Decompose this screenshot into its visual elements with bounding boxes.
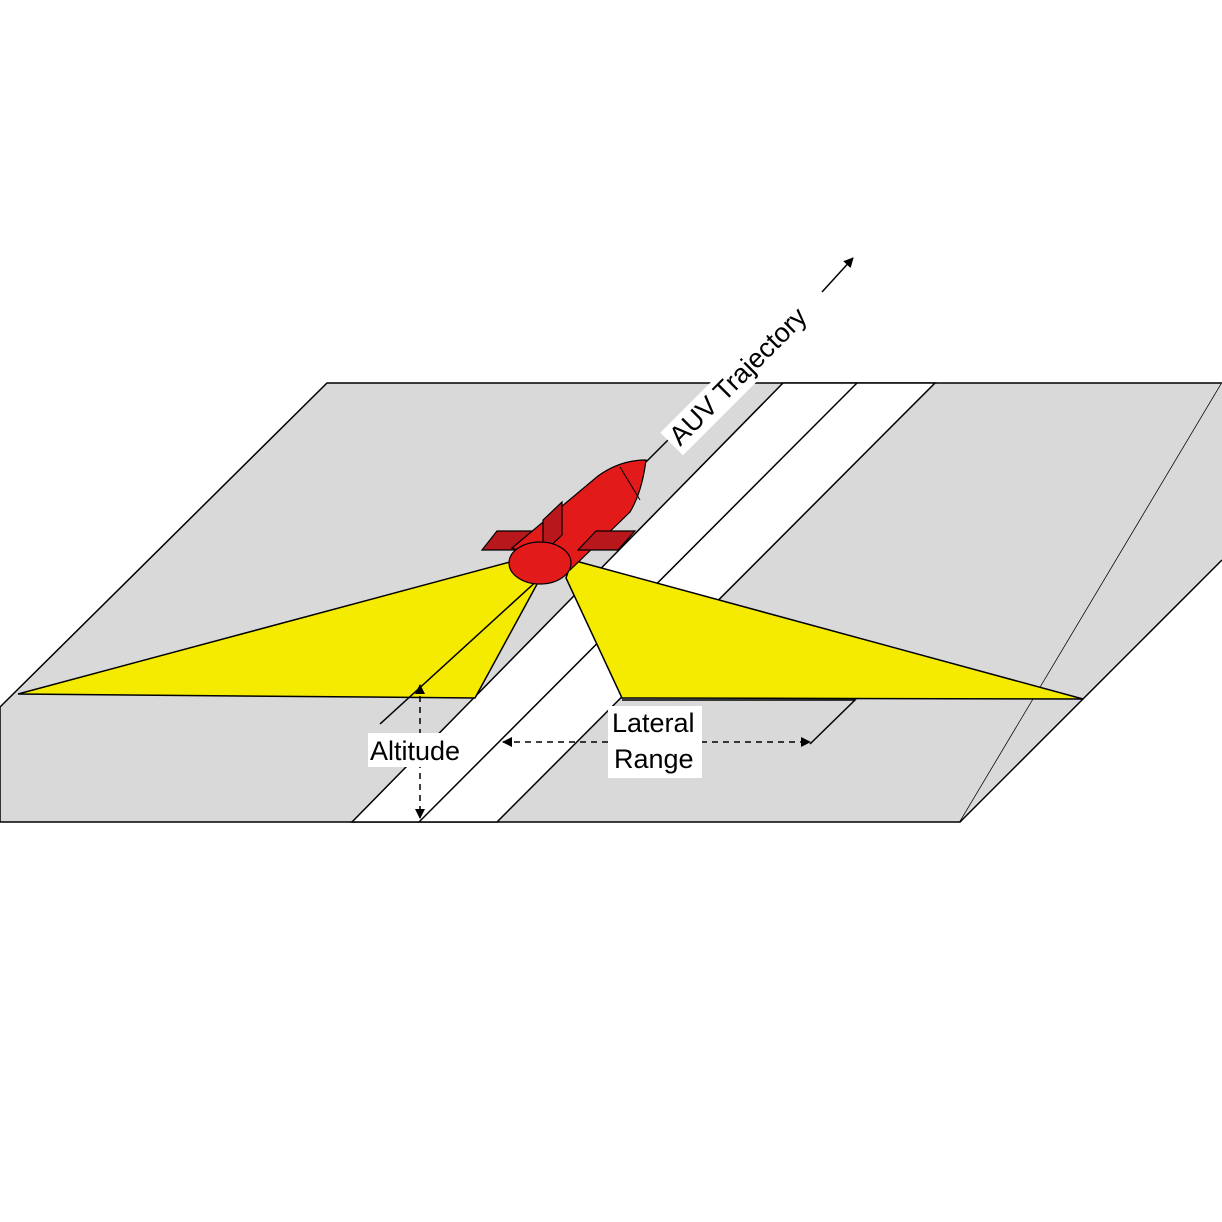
altitude-label-bg bbox=[368, 733, 472, 767]
swath-boundary bbox=[622, 699, 857, 745]
port-beam-inner-edge bbox=[379, 577, 541, 725]
trajectory-arrow bbox=[821, 257, 854, 293]
auv-tail bbox=[508, 541, 572, 585]
auv-nose-seam bbox=[619, 466, 641, 501]
trajectory-label-bg bbox=[660, 287, 829, 456]
seafloor-right-fill bbox=[960, 383, 1222, 822]
auv-vehicle bbox=[480, 459, 647, 585]
lateral-range-label-bg bbox=[608, 706, 702, 778]
auv-starboard-fin bbox=[576, 530, 637, 551]
lateral-range-label-line2: Range bbox=[614, 744, 694, 774]
altitude-label: Altitude bbox=[370, 736, 460, 766]
lateral-range-label-line1: Lateral bbox=[612, 708, 695, 738]
seafloor-right-edge bbox=[959, 559, 1222, 823]
